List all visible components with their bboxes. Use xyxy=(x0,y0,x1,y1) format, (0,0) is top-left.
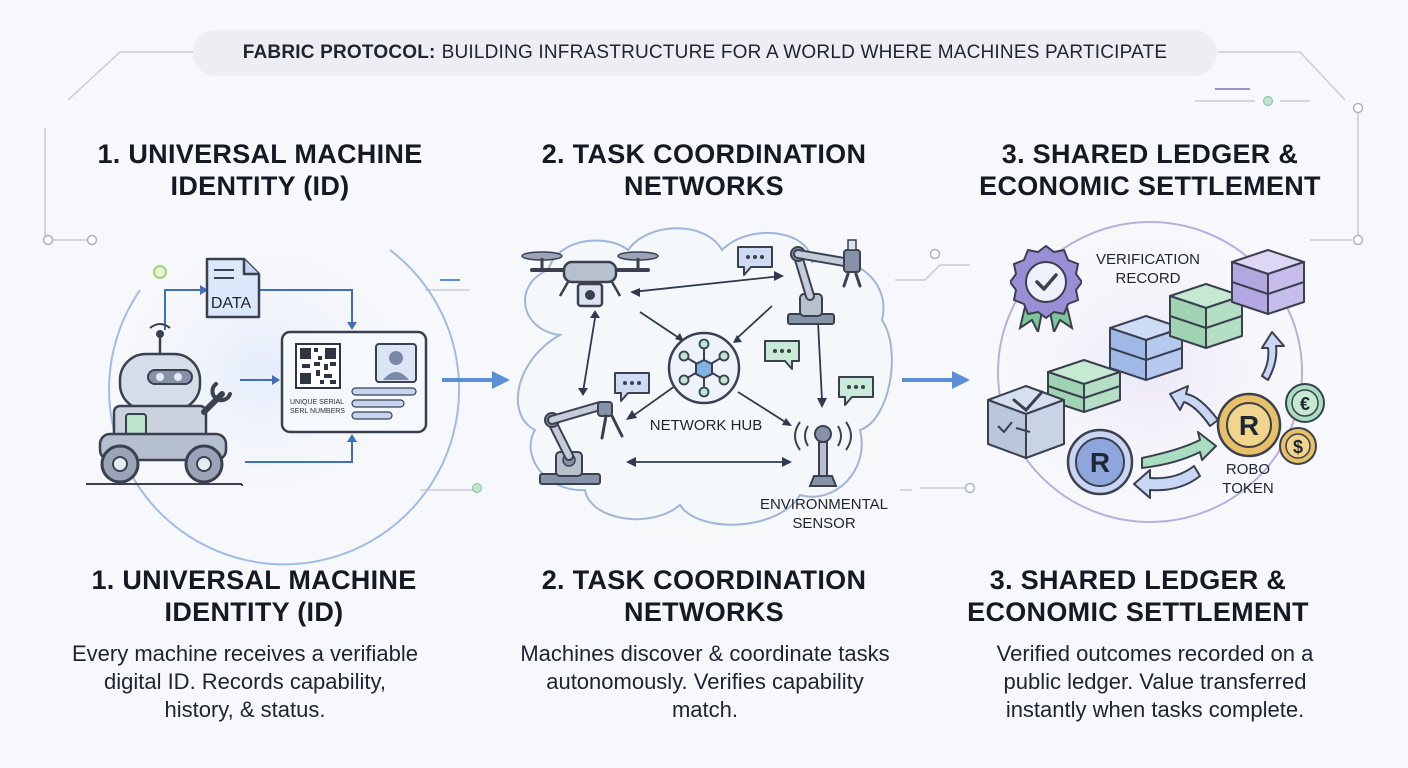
chat-bubble-icon xyxy=(614,372,650,402)
data-document-label: DATA xyxy=(210,295,252,312)
id-card-icon xyxy=(280,330,428,434)
environmental-sensor-icon xyxy=(794,421,852,487)
euro-symbol: € xyxy=(1300,394,1310,414)
column-3-description: Verified outcomes recorded on a public l… xyxy=(996,641,1314,722)
header-text: BUILDING INFRASTRUCTURE FOR A WORLD WHER… xyxy=(441,42,1168,63)
column-3-subtitle: 3. SHARED LEDGER & ECONOMIC SETTLEMENT xyxy=(967,565,1309,627)
drone-icon xyxy=(521,251,659,308)
verification-badge-icon xyxy=(1010,244,1082,332)
robo-token-icon: R xyxy=(1216,392,1282,458)
euro-coin-icon: € xyxy=(1285,383,1325,423)
data-document-icon xyxy=(205,257,261,319)
robo-token-letter: R xyxy=(1239,410,1259,441)
network-hub-label: NETWORK HUB xyxy=(649,417,763,434)
network-hub-icon xyxy=(667,331,741,405)
header-prefix: FABRIC PROTOCOL: xyxy=(242,42,436,63)
column-3-title: 3. SHARED LEDGER & ECONOMIC SETTLEMENT xyxy=(979,139,1321,201)
column-2-subtitle: 2. TASK COORDINATION NETWORKS xyxy=(541,565,867,627)
chat-bubble-icon xyxy=(838,376,874,406)
column-1-subtitle: 1. UNIVERSAL MACHINE IDENTITY (ID) xyxy=(91,565,417,627)
column-1-title: 1. UNIVERSAL MACHINE IDENTITY (ID) xyxy=(97,139,423,201)
robotic-arm-icon-bottom xyxy=(539,401,624,485)
id-card-label: UNIQUE SERIAL SERL NUMBERS xyxy=(290,399,345,415)
environmental-sensor-label: ENVIRONMENTAL SENSOR xyxy=(759,496,889,532)
arrow-1-to-2 xyxy=(442,371,510,389)
arrow-2-to-3 xyxy=(902,371,970,389)
verification-record-label: VERIFICATION RECORD xyxy=(1096,251,1200,287)
robo-coin-icon: R xyxy=(1066,428,1134,496)
chat-bubble-icon xyxy=(737,246,773,276)
column-2-description: Machines discover & coordinate tasks aut… xyxy=(520,641,890,722)
robo-token-label: ROBO TOKEN xyxy=(1222,461,1274,497)
robot-icon xyxy=(86,323,243,486)
robotic-arm-icon-top xyxy=(787,239,862,325)
dollar-coin-icon: $ xyxy=(1279,427,1317,465)
robo-coin-letter: R xyxy=(1090,447,1110,478)
header-banner: FABRIC PROTOCOL: BUILDING INFRASTRUCTURE… xyxy=(193,30,1217,76)
column-1-description: Every machine receives a verifiable digi… xyxy=(71,641,419,722)
column-2-title: 2. TASK COORDINATION NETWORKS xyxy=(541,139,867,201)
dollar-symbol: $ xyxy=(1293,437,1303,457)
chat-bubble-icon xyxy=(764,340,800,370)
